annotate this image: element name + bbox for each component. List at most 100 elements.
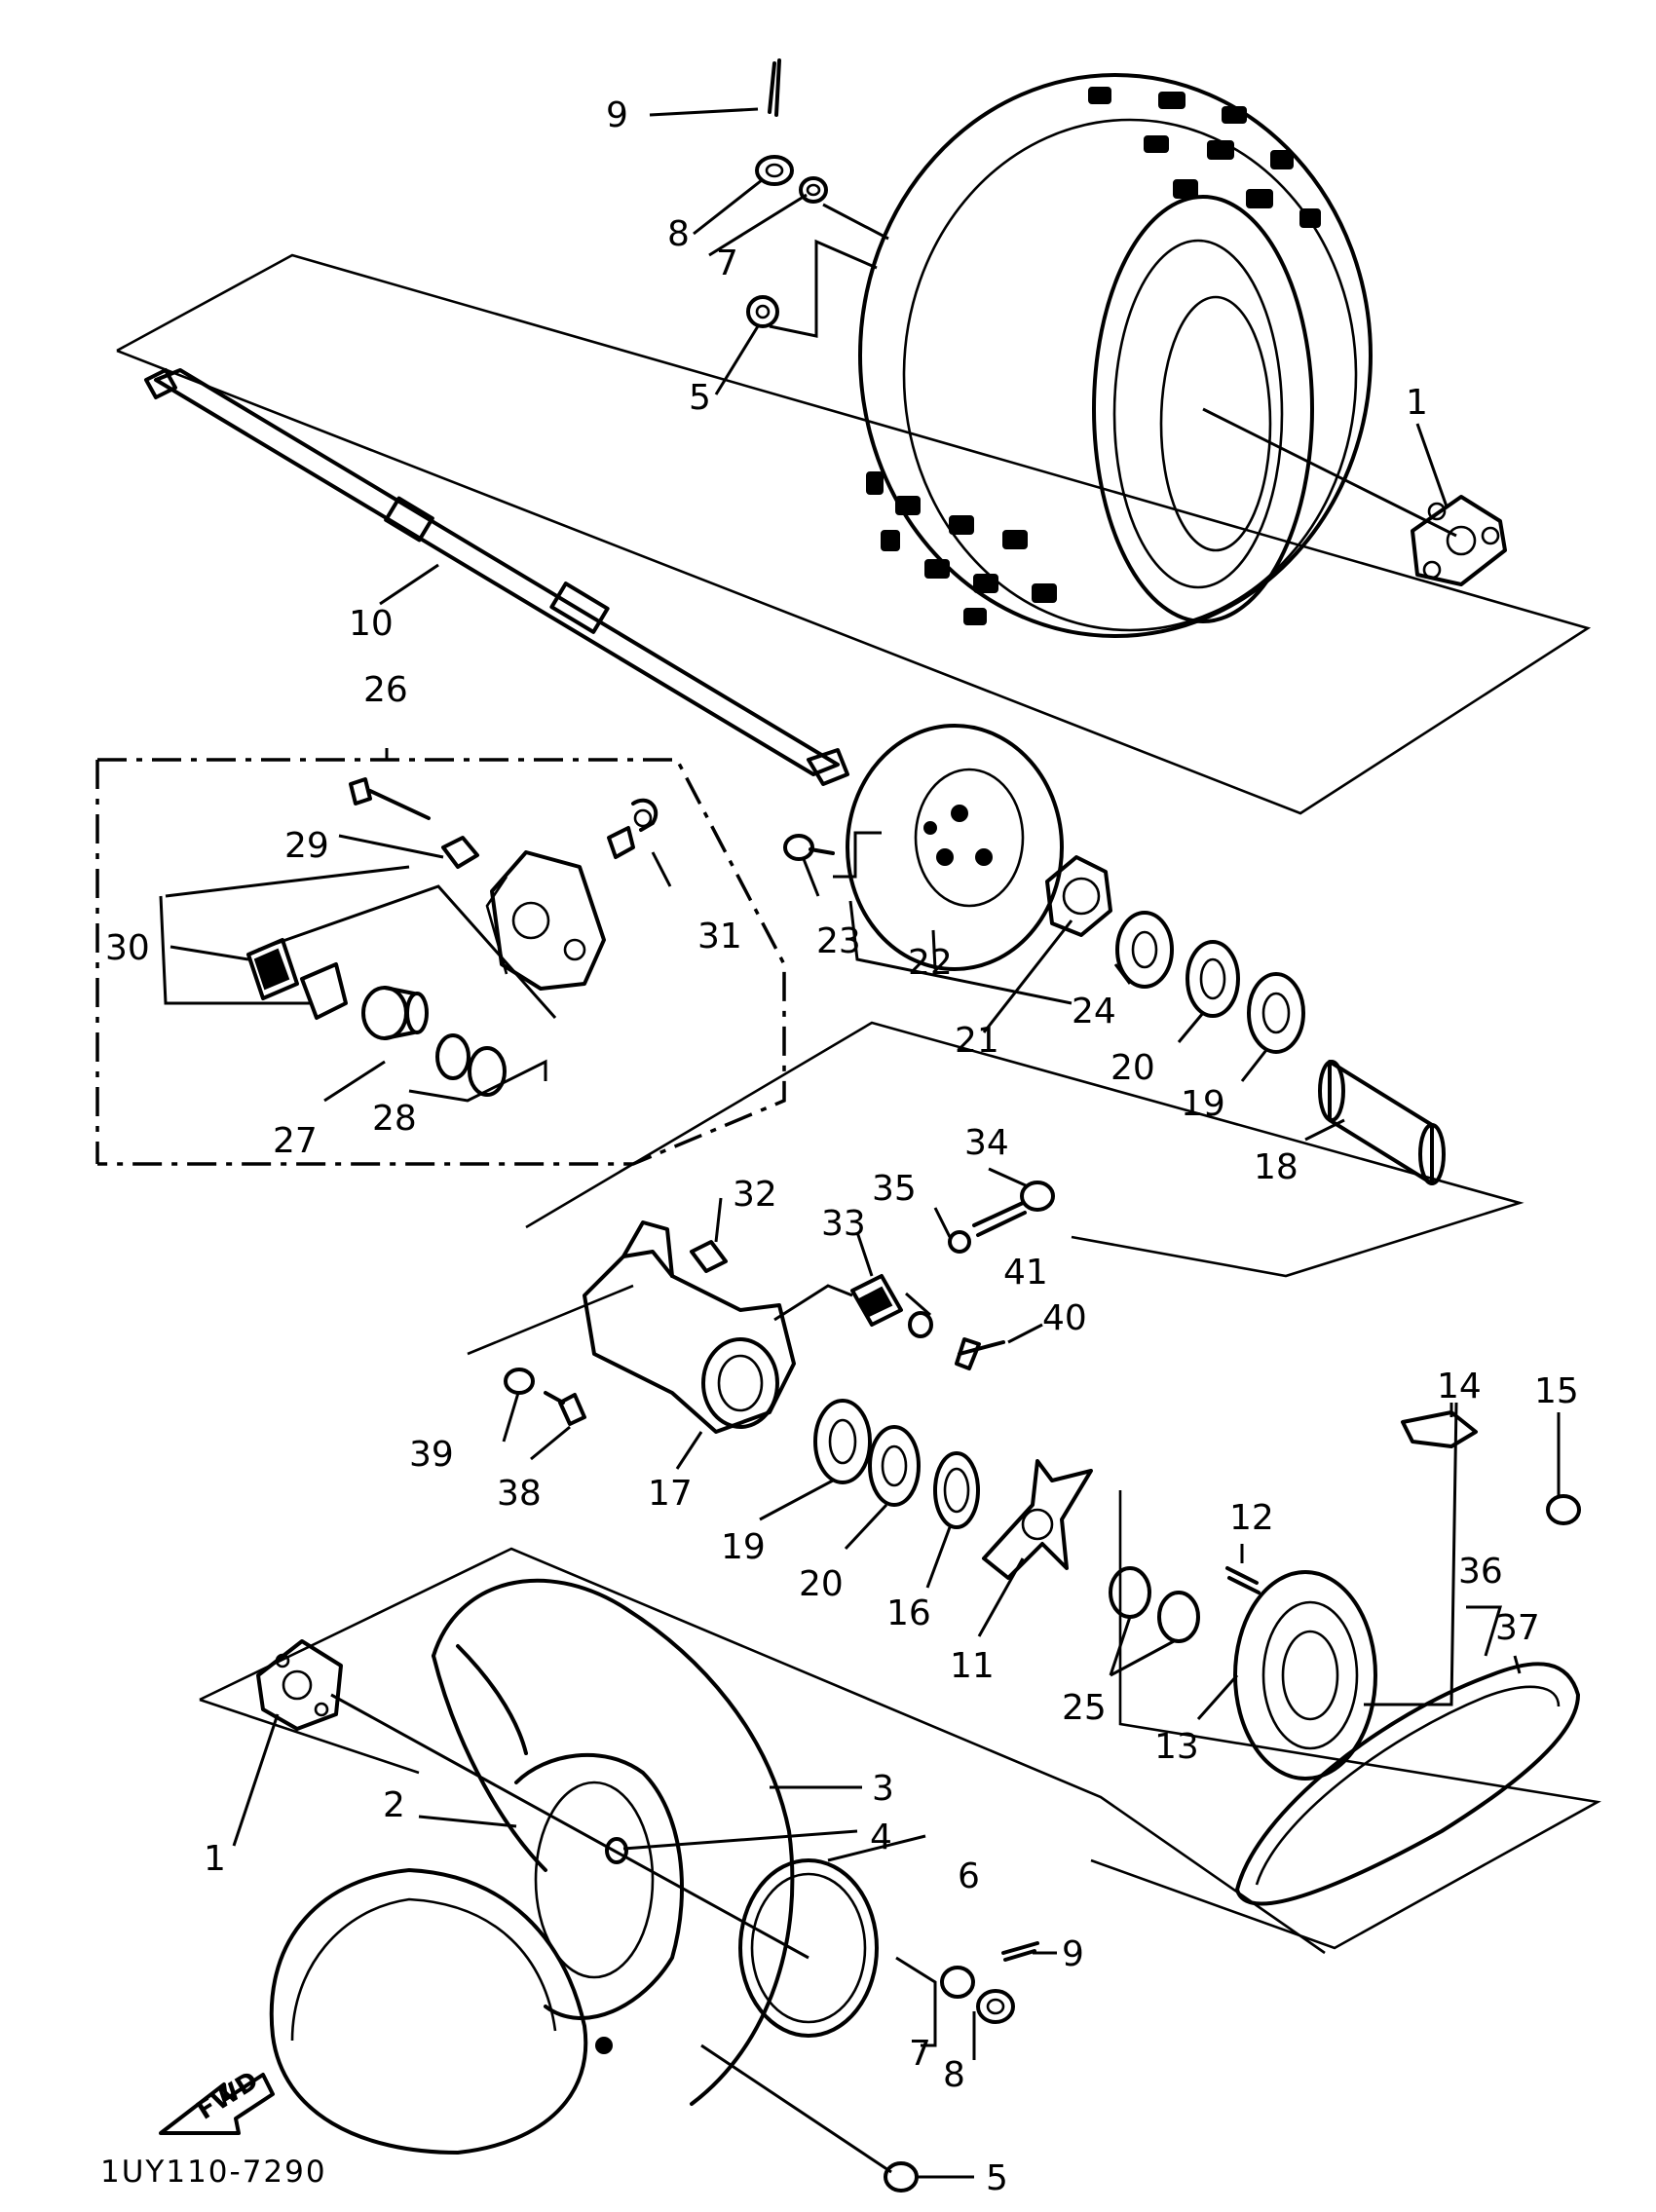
seal-20-lower [868, 1425, 921, 1507]
callout-37: 37 [1495, 1608, 1540, 1648]
callout-41: 41 [1003, 1253, 1048, 1293]
nut-25a [1109, 1566, 1151, 1619]
callout-39: 39 [409, 1435, 454, 1475]
caliper-body [485, 850, 606, 991]
drive-chain [1235, 1662, 1580, 1906]
sprocket-assembly [813, 1399, 1601, 1950]
piston-seal [435, 1033, 470, 1080]
nut-upper [746, 295, 779, 328]
piston [361, 986, 429, 1040]
callout-27: 27 [273, 1121, 318, 1161]
callout-15: 15 [1534, 1371, 1579, 1411]
callout-24: 24 [1072, 992, 1116, 1031]
callout-40: 40 [1042, 1298, 1087, 1338]
axle-housing [583, 1220, 796, 1434]
diagram-code: 1UY110-7290 [100, 2155, 327, 2190]
brake-disc-assembly [783, 724, 1446, 1185]
bolt-38 [544, 1391, 586, 1426]
callout-32: 32 [733, 1175, 777, 1215]
callout-22: 22 [908, 943, 953, 983]
brake-cover [738, 1858, 879, 2038]
washer-41 [908, 1311, 933, 1338]
callout-18: 18 [1254, 1147, 1298, 1187]
seal-16 [933, 1451, 980, 1529]
top-wheel-assembly [116, 58, 1592, 815]
rear-axle [144, 368, 849, 786]
bleed-screw-boot [607, 798, 659, 859]
callout-5: 5 [689, 378, 711, 418]
callout-25: 25 [1062, 1688, 1107, 1728]
callout-8: 8 [667, 214, 690, 254]
dust-seal [468, 1046, 507, 1097]
callout-2: 2 [383, 1785, 405, 1825]
axle-housing-assembly [467, 1021, 1524, 1434]
spacer-18 [1318, 1060, 1446, 1185]
callout-20-lower: 20 [799, 1564, 844, 1604]
castle-nut-lower [976, 1989, 1015, 2024]
valve-stem [605, 1837, 628, 1864]
callout-1: 1 [1406, 383, 1428, 423]
adjuster-bolt [972, 1181, 1055, 1237]
bolt-40 [955, 1337, 1005, 1370]
callout-29: 29 [284, 826, 329, 866]
callout-labels: 9 8 7 5 1 10 26 29 30 31 27 28 23 22 21 … [105, 95, 1579, 2198]
callout-5-lower: 5 [986, 2158, 1008, 2198]
callout-34: 34 [964, 1123, 1009, 1163]
disc-hub [1045, 855, 1112, 937]
nut-25b [1157, 1591, 1200, 1643]
nut-lower [884, 2161, 919, 2193]
callout-21: 21 [955, 1021, 999, 1061]
callout-20: 20 [1110, 1048, 1155, 1088]
callout-26: 26 [363, 670, 408, 710]
callout-19: 19 [1181, 1084, 1225, 1124]
seal-20-upper [1186, 940, 1240, 1018]
cotter-pin-lower [1001, 1941, 1039, 1962]
callout-3: 3 [872, 1769, 894, 1809]
chain-adjuster [850, 1274, 903, 1327]
chain-guide [1401, 1410, 1478, 1448]
lower-wheel-assembly: FWD [159, 1547, 1326, 2193]
sprocket-hub [982, 1459, 1093, 1580]
caliper-bolt [349, 777, 431, 820]
washer-lower [940, 1966, 975, 1999]
brake-pads [246, 938, 348, 1020]
callout-28: 28 [372, 1099, 417, 1139]
callout-23: 23 [816, 921, 861, 961]
cotter-pin-upper [768, 58, 781, 117]
callout-8-lower: 8 [943, 2055, 965, 2095]
bearing-19-lower [813, 1399, 872, 1484]
hub-upper [1411, 495, 1507, 586]
tire-lower-front [269, 1868, 588, 2155]
washer-35 [948, 1230, 971, 1254]
callout-12: 12 [1229, 1498, 1274, 1538]
callout-38: 38 [497, 1474, 542, 1514]
clip [441, 836, 479, 869]
callout-35: 35 [872, 1169, 917, 1209]
callout-10: 10 [349, 604, 394, 644]
callout-4: 4 [870, 1818, 892, 1857]
callout-36: 36 [1458, 1552, 1503, 1592]
bearing-24 [1115, 911, 1174, 989]
callout-7-lower: 7 [909, 2034, 931, 2074]
callout-33: 33 [821, 1204, 866, 1244]
callout-6: 6 [958, 1856, 980, 1896]
nut-15 [1546, 1494, 1581, 1525]
washer-39 [504, 1368, 535, 1395]
rear-tire-upper [858, 73, 1373, 638]
bearing-19-upper [1247, 972, 1305, 1054]
fwd-label: FWD [192, 2066, 264, 2125]
callout-16: 16 [886, 1593, 931, 1633]
washer-upper [799, 176, 828, 204]
callout-31: 31 [697, 917, 742, 956]
callout-9-lower: 9 [1062, 1934, 1084, 1974]
stud-12 [1225, 1566, 1261, 1594]
caliper-subassembly [95, 758, 786, 1166]
callout-11: 11 [950, 1646, 995, 1686]
callout-leaders [169, 107, 1561, 2179]
tire-lower-back [432, 1578, 795, 2106]
wheel-rim [514, 1752, 684, 2054]
callout-14: 14 [1437, 1367, 1482, 1406]
callout-7: 7 [716, 244, 738, 283]
forward-arrow-icon: FWD [159, 2066, 275, 2135]
